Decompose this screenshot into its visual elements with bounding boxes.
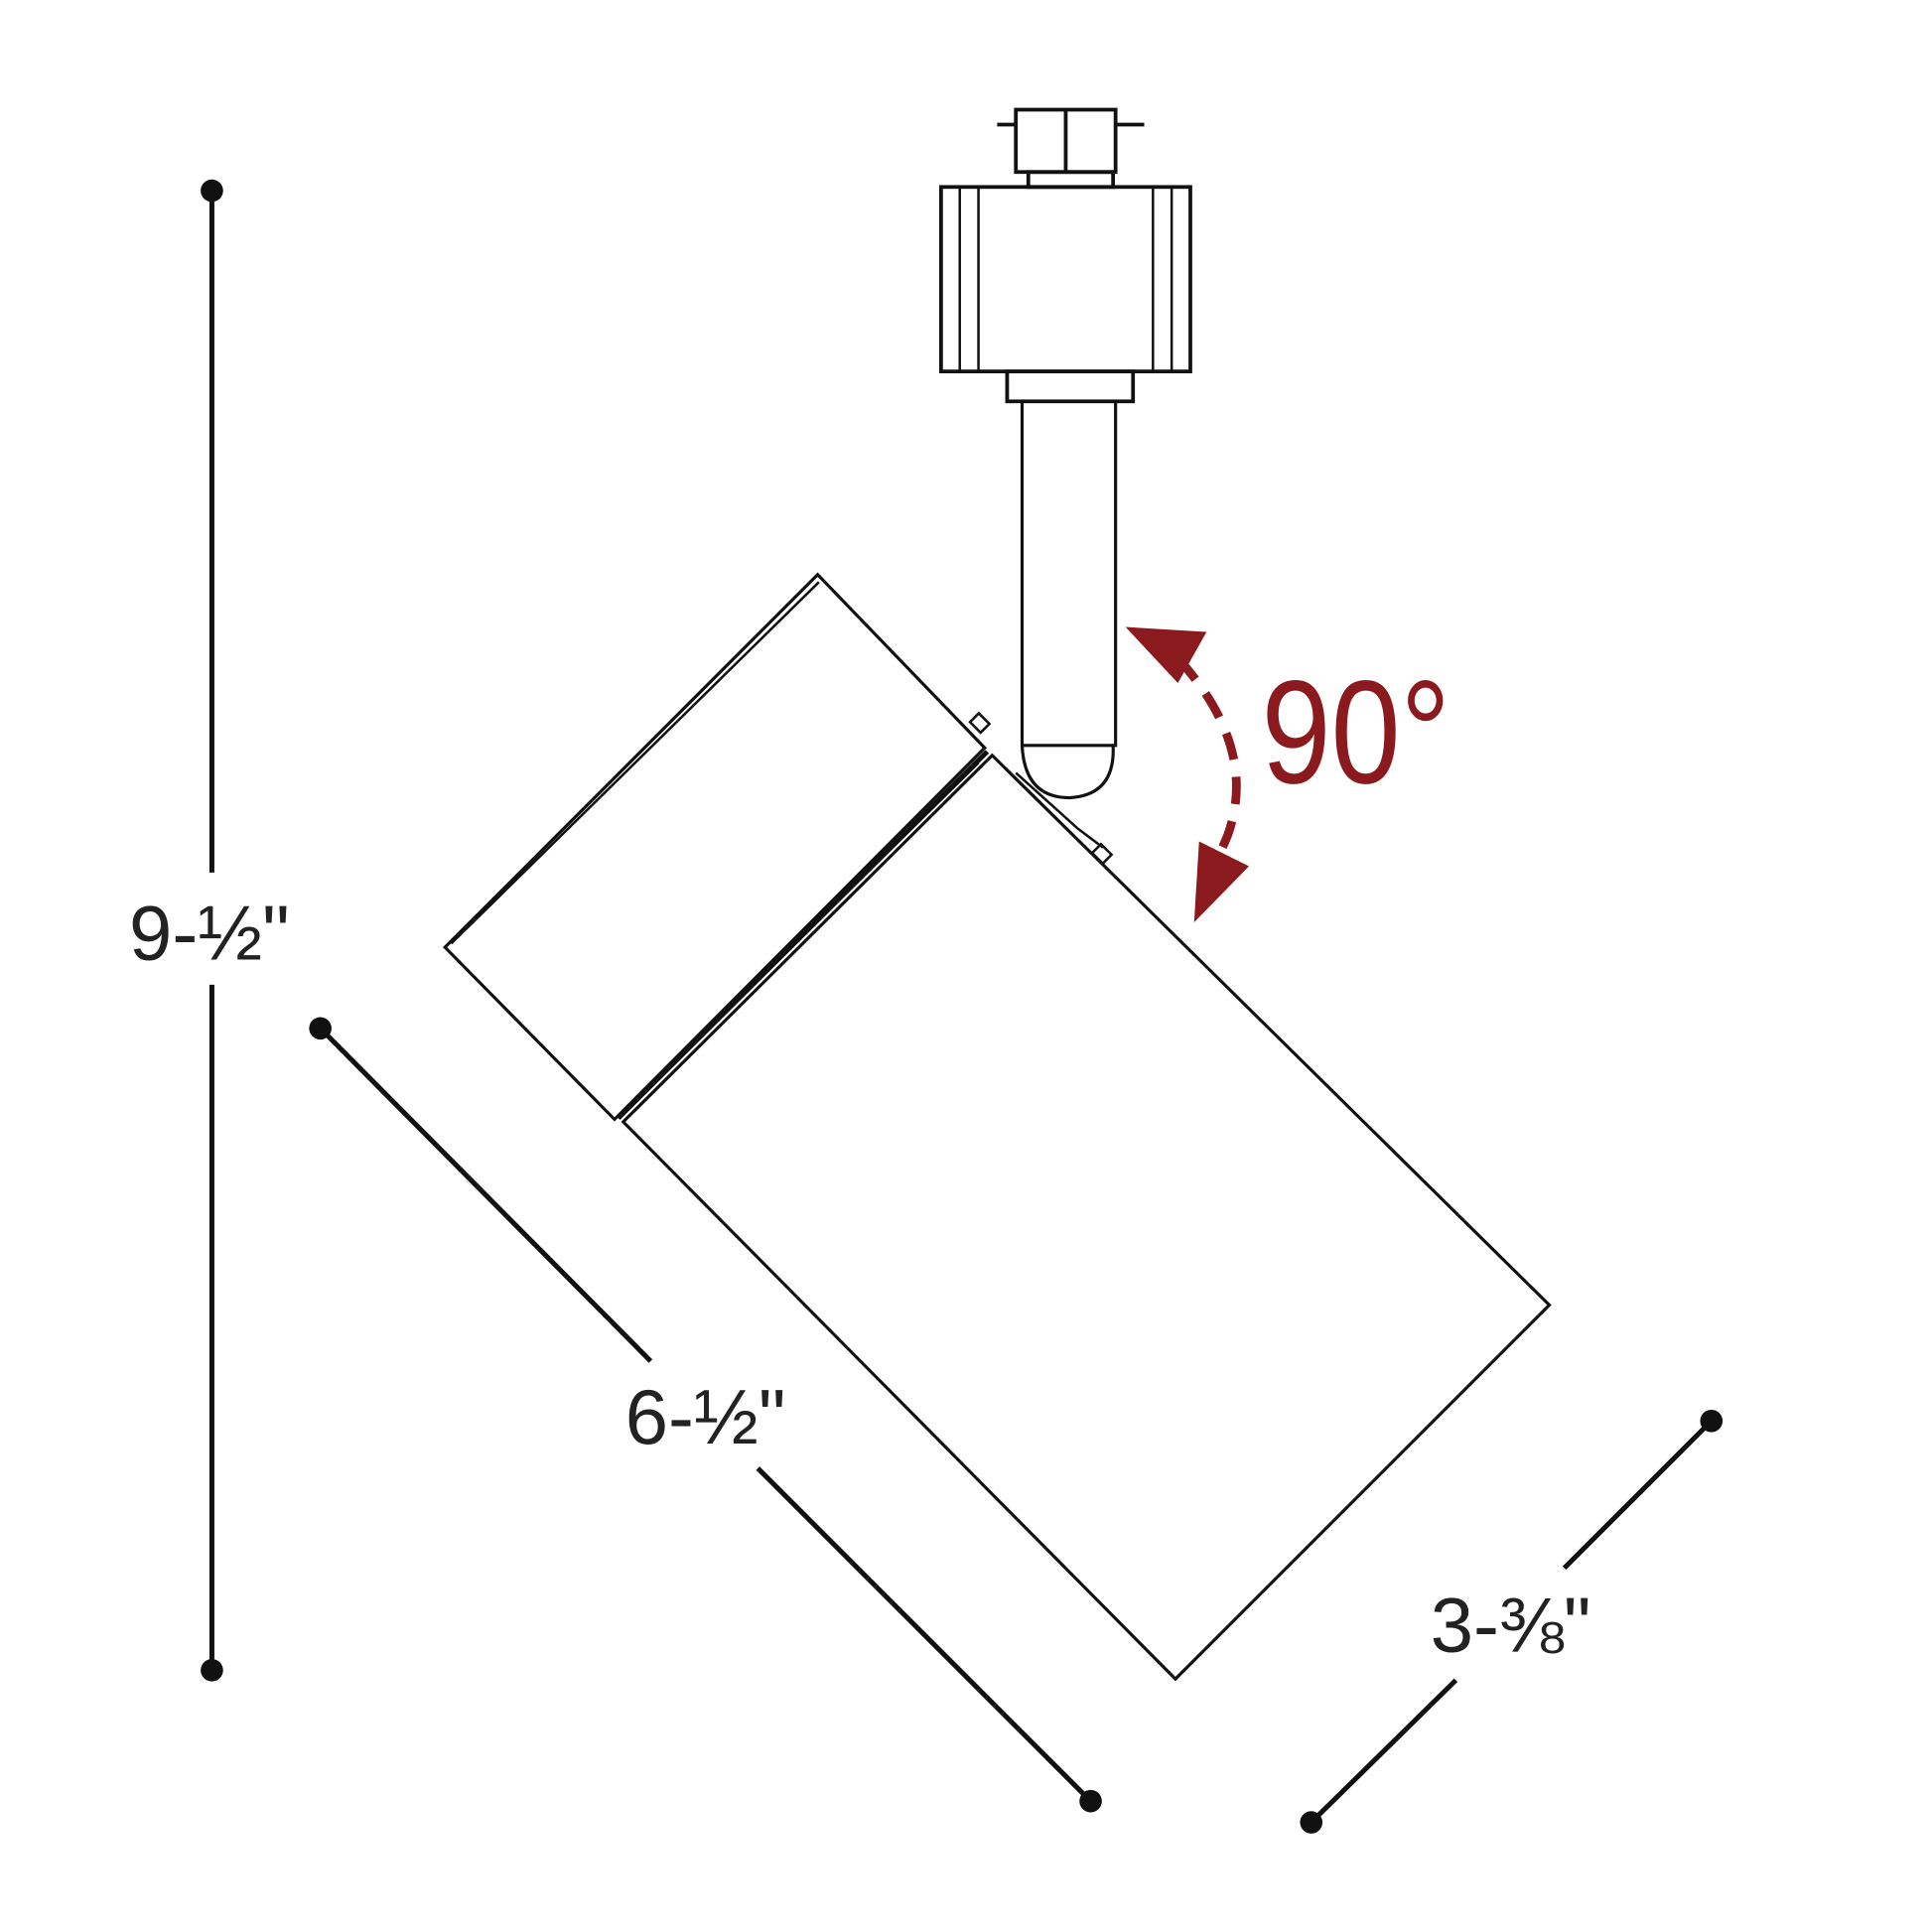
arrow-head-down-icon: [1193, 841, 1249, 923]
stem: [1005, 369, 1136, 800]
diameter-dimension: 3-⅜": [1300, 1409, 1724, 1834]
height-label: 9-½": [129, 892, 290, 977]
track-adapter: [939, 107, 1192, 374]
diameter-label: 3-⅜": [1431, 1584, 1591, 1669]
rotation-label: 90°: [1262, 651, 1450, 815]
length-dimension: 6-½": [309, 1017, 1102, 1813]
height-dimension: 9-½": [129, 179, 290, 1682]
lamp-head: [442, 572, 1552, 1682]
arrow-head-up-icon: [1125, 626, 1207, 684]
rotation-indicator: 90°: [1125, 626, 1450, 923]
length-label: 6-½": [625, 1375, 786, 1460]
